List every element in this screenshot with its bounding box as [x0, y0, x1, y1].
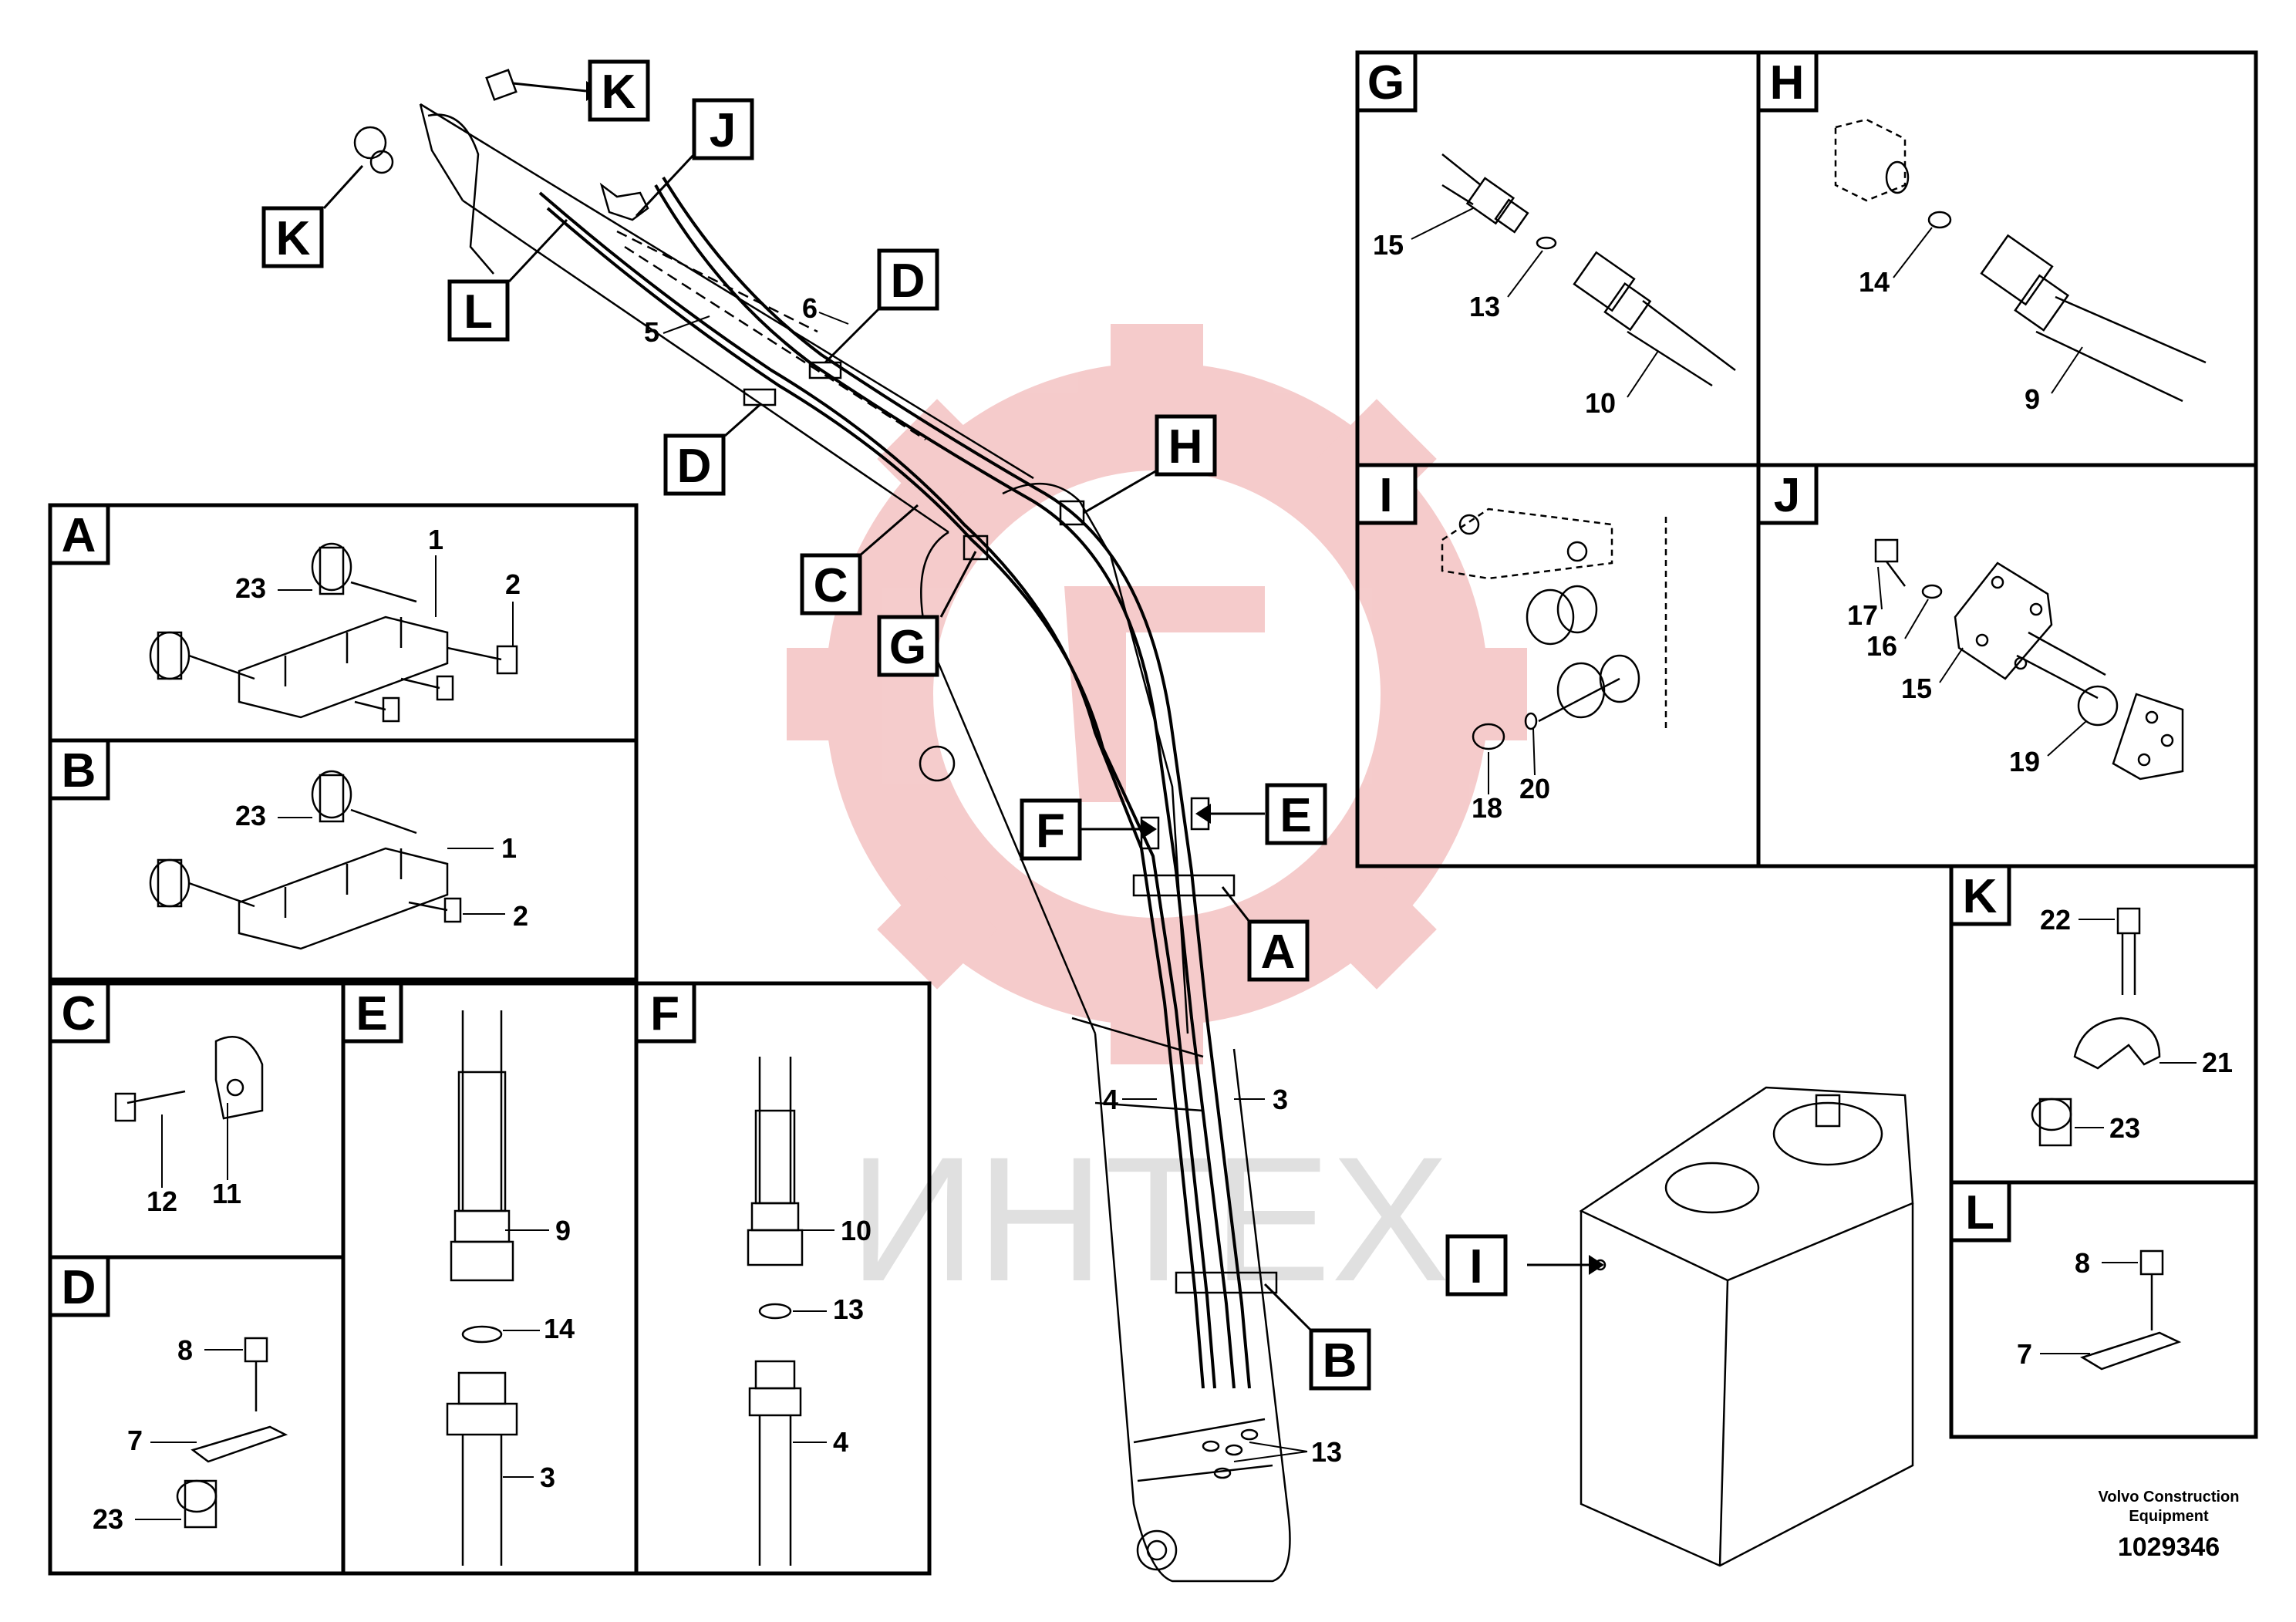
label-5: 5	[644, 316, 659, 348]
panel-F-label-10: 10	[841, 1215, 872, 1246]
panel-D-letter: D	[62, 1261, 96, 1314]
callout-K-left: K	[276, 212, 311, 265]
detail-panel-L: L 8 7	[1949, 1180, 2258, 1439]
panel-F-letter: F	[650, 987, 679, 1040]
panel-C-letter: C	[62, 987, 96, 1040]
panel-H-label-9: 9	[2025, 383, 2040, 415]
callout-A: A	[1261, 926, 1296, 979]
panel-J-label-16: 16	[1866, 630, 1897, 662]
panel-A-label-23: 23	[235, 572, 266, 604]
callout-box-A	[1247, 919, 1310, 982]
footer-company-line2: Equipment	[2129, 1508, 2209, 1525]
callout-B: B	[1323, 1334, 1357, 1388]
panel-B-label-2: 2	[513, 900, 528, 932]
panel-I-label-18: 18	[1472, 792, 1502, 824]
callout-box-H	[1155, 414, 1217, 477]
panel-K-letter: K	[1963, 870, 1998, 923]
panel-I-label-20: 20	[1519, 773, 1550, 804]
panel-G-label-15: 15	[1373, 229, 1404, 261]
panel-J-label-15: 15	[1901, 673, 1932, 704]
detail-panel-J: J 17 16 15 19	[1756, 463, 2258, 868]
callout-D-upper: D	[891, 255, 925, 308]
detail-panel-F: F 10 13 4	[634, 981, 932, 1576]
panel-D-label-7: 7	[127, 1425, 143, 1456]
detail-panel-B: B 23 1 2	[48, 738, 639, 982]
label-6: 6	[802, 292, 818, 324]
boom-arm-drawing	[353, 69, 1291, 1583]
main-callouts: K K J L D D C G H F	[261, 59, 1604, 1468]
callout-D-lower: D	[677, 440, 712, 493]
panel-C-label-11: 11	[212, 1178, 241, 1209]
panel-K-label-21: 21	[2202, 1047, 2233, 1078]
detail-panel-I: I 18 20	[1355, 463, 1761, 868]
detail-panel-A: A 23 1 2	[48, 503, 639, 743]
panel-E-label-9: 9	[555, 1215, 571, 1246]
callout-C: C	[814, 559, 848, 612]
panel-L-letter: L	[1965, 1186, 1994, 1239]
panel-D-label-23: 23	[93, 1503, 123, 1535]
label-13-main: 13	[1311, 1436, 1342, 1468]
callout-box-I-main	[1445, 1234, 1508, 1297]
panel-H-label-14: 14	[1859, 266, 1890, 298]
panel-A-letter: A	[62, 509, 96, 562]
callout-J: J	[710, 104, 736, 157]
callout-box-C	[800, 553, 862, 615]
panel-D-label-8: 8	[177, 1334, 193, 1366]
panel-E-letter: E	[356, 987, 387, 1040]
callout-box-K-top	[588, 59, 650, 122]
callout-box-G	[877, 615, 939, 677]
panel-J-letter: J	[1774, 469, 1800, 522]
panel-A-label-1: 1	[428, 524, 443, 555]
panel-L-label-7: 7	[2017, 1338, 2032, 1370]
panel-C-label-12: 12	[147, 1185, 177, 1217]
panel-B-label-1: 1	[501, 832, 517, 864]
detail-panel-H: H 14 9	[1756, 50, 2258, 467]
panel-L-label-8: 8	[2075, 1247, 2090, 1279]
hydraulic-tank-drawing	[1579, 1086, 1914, 1567]
detail-panel-D: D 8 7 23	[48, 1255, 346, 1576]
callout-K-top: K	[602, 66, 636, 119]
panel-J-label-19: 19	[2009, 746, 2040, 777]
callout-F: F	[1036, 804, 1065, 858]
callout-box-J	[692, 98, 754, 160]
detail-panel-C: C 12 11	[48, 981, 346, 1259]
footer-company-line1: Volvo Construction	[2099, 1489, 2240, 1506]
label-3: 3	[1273, 1084, 1288, 1115]
callout-G: G	[889, 621, 926, 674]
panel-F-label-4: 4	[833, 1426, 848, 1458]
detail-panel-G: G 15 13 10	[1355, 50, 1761, 467]
callout-box-K-left	[261, 206, 324, 268]
callout-I-main: I	[1469, 1240, 1482, 1293]
callout-E: E	[1279, 789, 1311, 842]
panel-E-label-14: 14	[544, 1313, 575, 1344]
panel-E-label-3: 3	[540, 1462, 555, 1493]
callout-box-L	[447, 279, 510, 342]
callout-box-F	[1020, 798, 1082, 861]
watermark-text: ИНТЕХ	[849, 1120, 1450, 1318]
panel-H-letter: H	[1770, 56, 1805, 110]
footer-part-number: 1029346	[2118, 1533, 2220, 1562]
panel-A-label-2: 2	[505, 568, 521, 600]
panel-K-label-22: 22	[2040, 904, 2071, 936]
panel-I-letter: I	[1379, 469, 1392, 522]
callout-box-B	[1309, 1328, 1371, 1391]
panel-B-letter: B	[62, 744, 96, 798]
callout-box-E	[1265, 783, 1327, 845]
panel-K-label-23: 23	[2109, 1112, 2140, 1144]
detail-panel-K: K 22 21 23	[1949, 864, 2258, 1185]
detail-panel-E: E 9 14 3	[341, 981, 639, 1576]
callout-L: L	[464, 285, 493, 339]
callout-H: H	[1168, 420, 1203, 474]
panel-F-label-13: 13	[833, 1293, 864, 1325]
panel-J-label-17: 17	[1847, 599, 1878, 631]
label-4: 4	[1103, 1084, 1118, 1115]
panel-G-label-13: 13	[1469, 291, 1500, 322]
panel-G-letter: G	[1367, 56, 1404, 110]
panel-B-label-23: 23	[235, 800, 266, 831]
callout-box-D-upper	[877, 248, 939, 311]
panel-G-label-10: 10	[1585, 387, 1616, 419]
callout-box-D-lower	[663, 433, 726, 496]
